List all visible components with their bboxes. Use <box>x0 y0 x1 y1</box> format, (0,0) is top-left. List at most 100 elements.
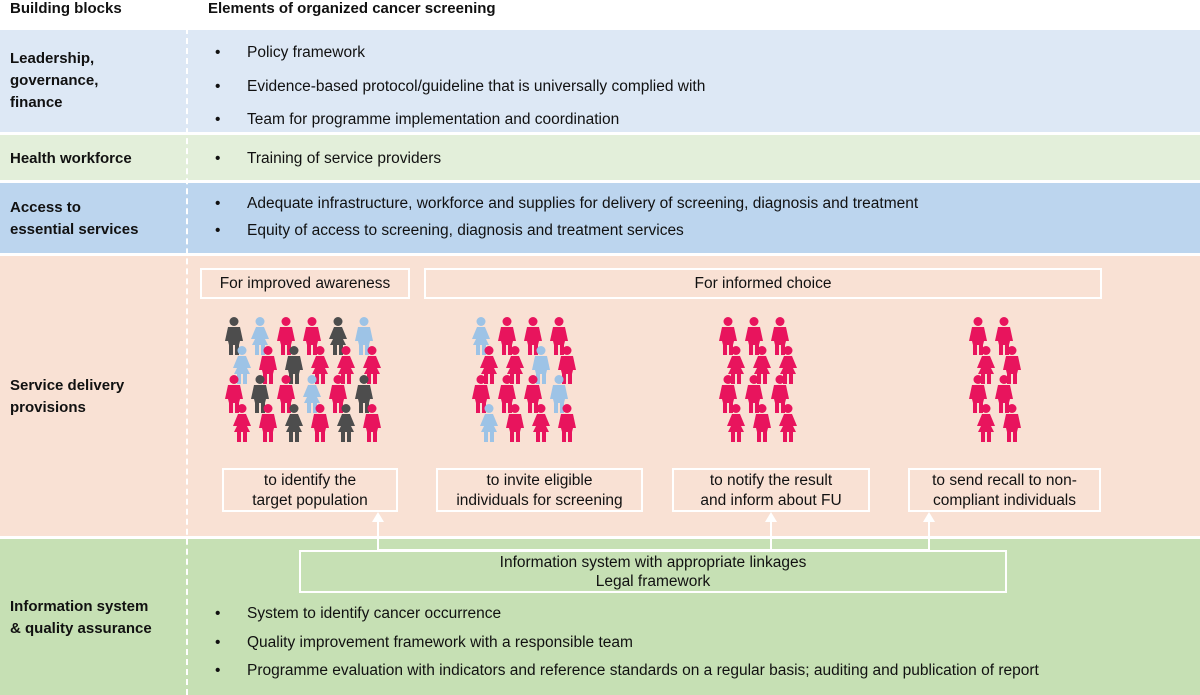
person-icon <box>225 375 243 413</box>
person-icon <box>969 317 987 355</box>
person-icon <box>719 375 737 413</box>
person-icon <box>779 404 797 442</box>
awareness-box: For improved awareness <box>200 268 410 299</box>
leadership-label: Leadership, governance, finance <box>10 50 99 111</box>
person-icon <box>1003 346 1021 384</box>
person-icon <box>550 317 568 355</box>
person-icon <box>719 317 737 355</box>
leadership-bullets: Policy framework Evidence-based protocol… <box>215 41 705 132</box>
person-icon <box>771 317 789 355</box>
person-icon <box>259 346 277 384</box>
access-bullets: Adequate infrastructure, workforce and s… <box>215 192 918 242</box>
person-icon <box>727 404 745 442</box>
person-icon <box>532 404 550 442</box>
info-box-line2: Legal framework <box>595 572 711 590</box>
arrow-line <box>928 521 930 551</box>
person-icon <box>251 375 269 413</box>
information-label: Information system & quality assurance <box>10 598 152 637</box>
step-notify: to notify the result and inform about FU <box>672 468 870 512</box>
building-blocks-header: Building blocks <box>10 0 122 17</box>
person-icon <box>472 317 490 355</box>
person-icon <box>337 346 355 384</box>
arrow-up <box>765 512 777 522</box>
person-icon <box>977 346 995 384</box>
person-icon <box>472 375 490 413</box>
person-icon <box>329 375 347 413</box>
person-icon <box>745 317 763 355</box>
step-invite: to invite eligible individuals for scree… <box>436 468 643 512</box>
info-box-line1: Information system with appropriate link… <box>499 553 807 571</box>
person-icon <box>771 375 789 413</box>
person-icon <box>259 404 277 442</box>
bullet-item: Equity of access to screening, diagnosis… <box>215 219 918 243</box>
person-icon <box>233 346 251 384</box>
workforce-label: Health workforce <box>10 150 132 167</box>
workforce-bullets: Training of service providers <box>215 147 441 171</box>
workforce-row <box>0 135 1200 180</box>
information-system-box: Information system with appropriate link… <box>299 550 1007 593</box>
person-icon <box>285 404 303 442</box>
elements-header: Elements of organized cancer screening <box>208 0 496 17</box>
person-icon <box>311 404 329 442</box>
person-icon <box>233 404 251 442</box>
person-icon <box>285 346 303 384</box>
arrow-line <box>770 521 772 551</box>
person-icon <box>977 404 995 442</box>
person-icon <box>311 346 329 384</box>
step-recall: to send recall to non- compliant individ… <box>908 468 1101 512</box>
bullet-item: Quality improvement framework with a res… <box>215 631 1039 655</box>
information-bullets: System to identify cancer occurrence Qua… <box>215 602 1039 683</box>
person-icon <box>506 404 524 442</box>
person-icon <box>524 375 542 413</box>
bullet-item: System to identify cancer occurrence <box>215 602 1039 626</box>
person-icon <box>727 346 745 384</box>
arrow-up <box>923 512 935 522</box>
service-label: Service delivery provisions <box>10 377 125 416</box>
person-icon <box>995 317 1013 355</box>
bullet-item: Adequate infrastructure, workforce and s… <box>215 192 918 216</box>
person-icon <box>969 375 987 413</box>
person-icon <box>277 317 295 355</box>
informed-choice-box: For informed choice <box>424 268 1102 299</box>
person-icon <box>480 404 498 442</box>
person-icon <box>498 375 516 413</box>
person-icon <box>753 404 771 442</box>
person-icon <box>498 317 516 355</box>
person-icon <box>277 375 295 413</box>
person-icon <box>558 346 576 384</box>
person-icon <box>355 375 373 413</box>
person-icon <box>363 404 381 442</box>
person-icon <box>480 346 498 384</box>
access-label: Access to essential services <box>10 199 139 238</box>
person-icon <box>337 404 355 442</box>
step-identify: to identify the target population <box>222 468 398 512</box>
person-icon <box>506 346 524 384</box>
person-icon <box>532 346 550 384</box>
person-icon <box>251 317 269 355</box>
bullet-item: Training of service providers <box>215 147 441 171</box>
person-icon <box>363 346 381 384</box>
person-icon <box>779 346 797 384</box>
bullet-item: Programme evaluation with indicators and… <box>215 659 1039 683</box>
bullet-item: Policy framework <box>215 41 705 65</box>
person-icon <box>753 346 771 384</box>
people-group-screened <box>719 317 797 442</box>
person-icon <box>995 375 1013 413</box>
person-icon <box>303 317 321 355</box>
people-group-target <box>225 317 381 442</box>
person-icon <box>524 317 542 355</box>
person-icon <box>550 375 568 413</box>
person-icon <box>1003 404 1021 442</box>
people-group-recall <box>969 317 1021 442</box>
person-icon <box>303 375 321 413</box>
arrow-line <box>377 521 379 551</box>
people-group-eligible <box>472 317 576 442</box>
bullet-item: Team for programme implementation and co… <box>215 108 705 132</box>
person-icon <box>225 317 243 355</box>
person-icon <box>355 317 373 355</box>
bullet-item: Evidence-based protocol/guideline that i… <box>215 75 705 99</box>
person-icon <box>745 375 763 413</box>
person-icon <box>558 404 576 442</box>
arrow-up <box>372 512 384 522</box>
column-divider <box>186 28 188 695</box>
